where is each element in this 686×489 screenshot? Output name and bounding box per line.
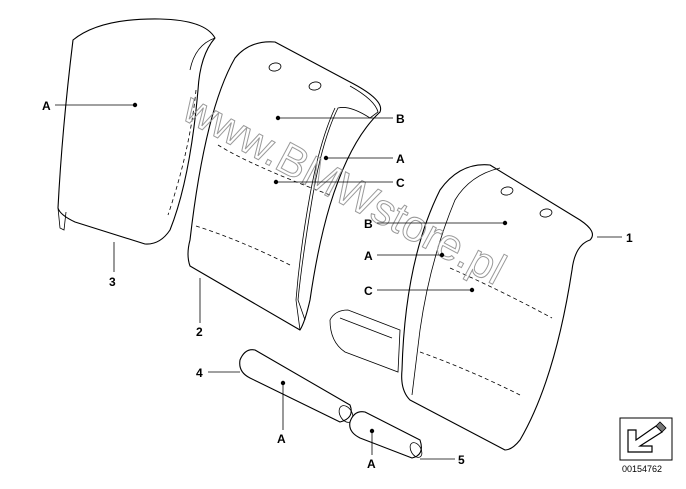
part-number-4: 4	[196, 366, 203, 380]
direction-arrow-icon	[627, 421, 667, 453]
part-3-cover[interactable]	[57, 18, 216, 245]
reference-box: 00154762	[619, 417, 673, 474]
part-1-seat-assembly[interactable]	[329, 164, 593, 451]
reference-number: 00154762	[622, 464, 662, 474]
part-4-roll-cushion[interactable]	[239, 349, 356, 425]
part-number-3: 3	[109, 275, 116, 289]
part-number-5: 5	[458, 453, 465, 467]
callout-part4-A: A	[277, 432, 286, 446]
callout-part2-B: B	[396, 112, 405, 126]
callout-part3-A: A	[42, 99, 51, 113]
callout-part1-C: C	[364, 284, 373, 298]
callout-part1-B: B	[364, 217, 373, 231]
callout-part2-C: C	[396, 176, 405, 190]
callout-part2-A: A	[396, 152, 405, 166]
leader-lines	[55, 102, 622, 460]
callout-part5-A: A	[367, 457, 376, 471]
callout-part1-A: A	[364, 249, 373, 263]
part-5-roll-cushion[interactable]	[349, 411, 425, 460]
part-number-1: 1	[626, 231, 633, 245]
part-number-2: 2	[196, 325, 203, 339]
part-2-backrest[interactable]	[187, 41, 382, 331]
